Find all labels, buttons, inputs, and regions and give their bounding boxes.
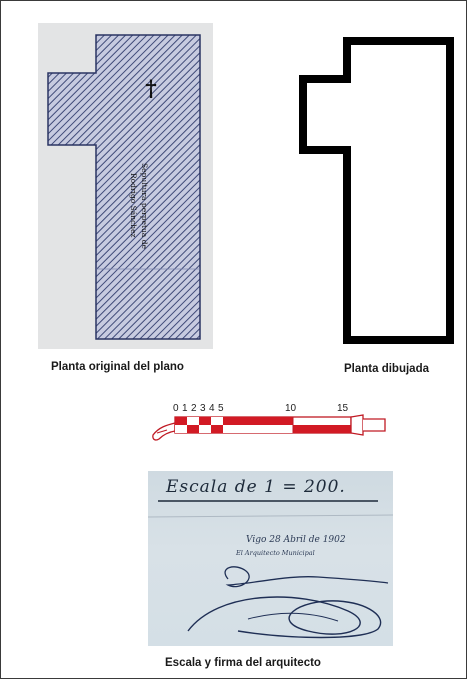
scale-check-cell (211, 417, 223, 425)
scale-check-cell (187, 425, 199, 433)
scale-text: Escala de 1 = 200. (166, 477, 346, 497)
scale-check-cell (175, 425, 187, 433)
scale-tick-label: 5 (218, 403, 224, 414)
scale-check-cell (187, 417, 199, 425)
plan-vertical-text-2: Rodrigo Sánchez (129, 173, 138, 238)
place-date-text: Vigo 28 Abril de 1902 (246, 535, 346, 545)
signature-flourish (187, 596, 382, 639)
scale-tick-label: 0 (173, 403, 179, 414)
caption-drawn-plan: Planta dibujada (344, 363, 429, 375)
scale-tick-label: 4 (209, 403, 215, 414)
signature-stroke (224, 566, 389, 588)
scale-tick-label: 10 (285, 403, 297, 414)
scale-tick-label: 3 (200, 403, 206, 414)
plan-shape-hatched (47, 34, 201, 340)
cross-symbol: † (145, 76, 157, 102)
caption-signature: Escala y firma del arquitecto (165, 657, 321, 669)
original-plan-drawing: † Sepultura perpetua de Rodrigo Sánchez (47, 34, 201, 340)
caption-original-plan: Planta original del plano (51, 361, 184, 373)
drawn-plan (297, 37, 457, 347)
right-cuff-icon (350, 414, 364, 436)
scale-check-cell (199, 417, 211, 425)
original-plan-photo: † Sepultura perpetua de Rodrigo Sánchez (38, 23, 213, 349)
drawn-plan-outline (299, 37, 454, 344)
scale-check-cell (223, 417, 235, 425)
scale-checkers (175, 417, 293, 433)
architect-title-text: El Arquitecto Municipal (236, 549, 315, 557)
signature-photo: Escala de 1 = 200. Vigo 28 Abril de 1902… (148, 471, 393, 646)
scale-tick-label: 15 (337, 403, 349, 414)
scale-bar: 0 1 2 3 4 5 10 15 (149, 401, 389, 445)
scale-check-cell (211, 425, 223, 433)
left-hand-icon (152, 422, 176, 441)
scale-check-cell (223, 425, 235, 433)
plan-vertical-text-1: Sepultura perpetua de (140, 163, 149, 249)
scale-check-cell (175, 417, 187, 425)
scale-tick-label: 1 (182, 403, 188, 414)
scale-tick-label: 2 (191, 403, 197, 414)
scale-check-cell (199, 425, 211, 433)
